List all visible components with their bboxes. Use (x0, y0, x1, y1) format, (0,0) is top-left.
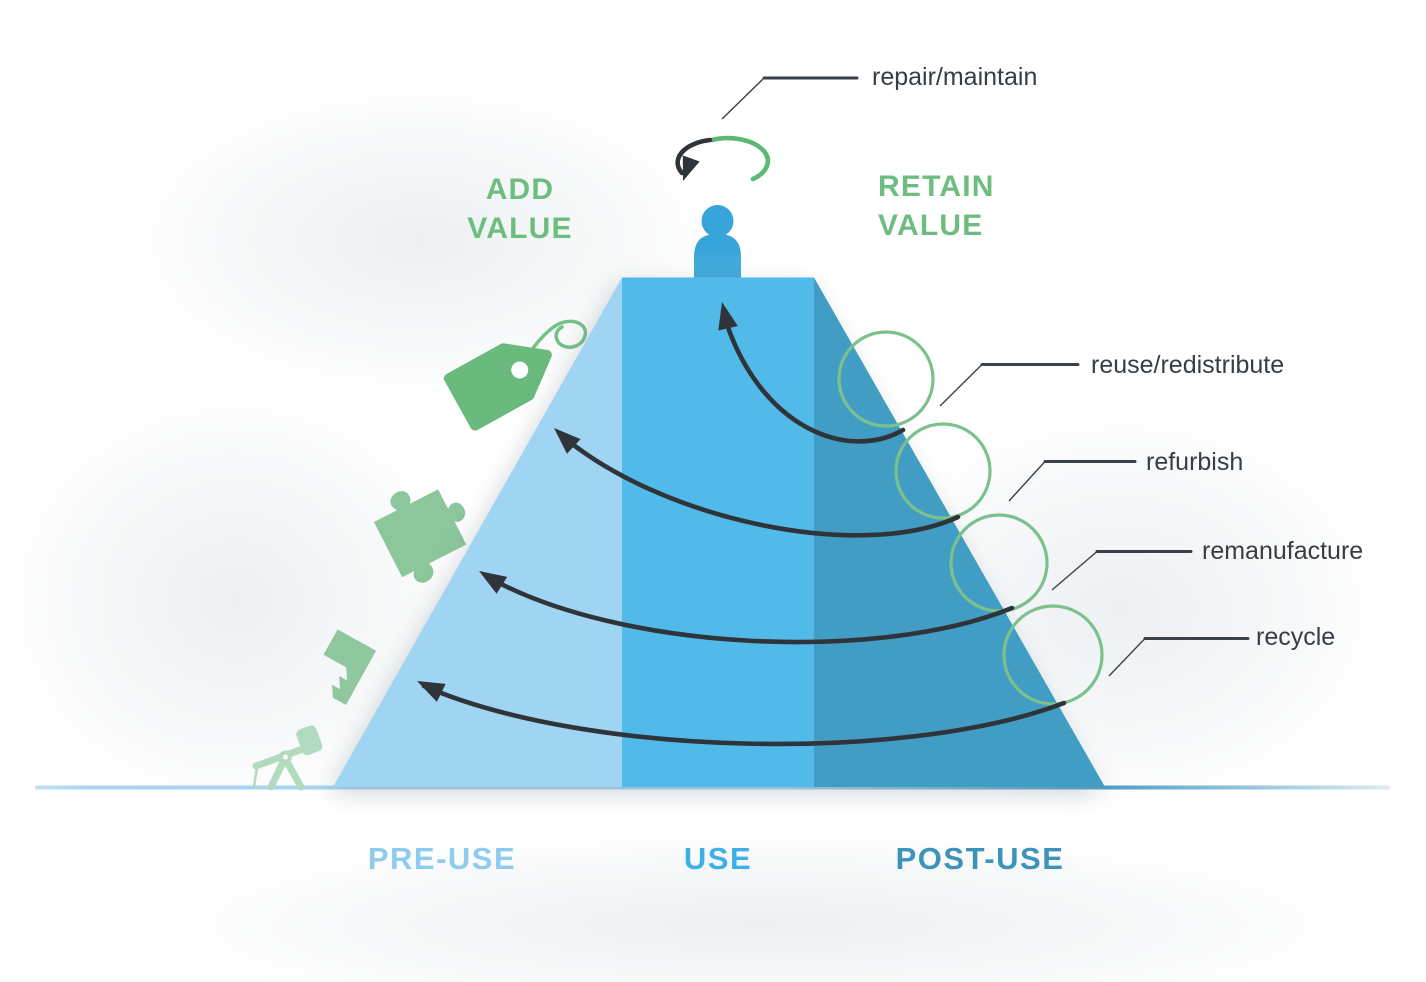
remanufacture-label: remanufacture (1202, 537, 1364, 565)
price-tag-icon (443, 319, 588, 431)
phase-label-pre-use: PRE-USE (367, 841, 517, 876)
repair-leader-diagonal (721, 77, 765, 120)
recycle-label: recycle (1256, 623, 1336, 651)
return-arrows (421, 309, 1067, 747)
puzzle-piece-icon (374, 489, 467, 583)
recycle-return-arc (421, 683, 1067, 747)
remanufacture-return-arc (483, 573, 1015, 645)
reuse-loop-circle (837, 330, 935, 428)
add-value-line1: ADD (485, 173, 555, 206)
add-value-line2: VALUE (467, 212, 573, 245)
phase-label-use: USE (683, 841, 753, 876)
repair-loop-arrow-icon (675, 135, 771, 182)
arrowhead-icon (479, 571, 508, 594)
add-value-heading: ADD VALUE (467, 170, 572, 248)
recycle-leader-diagonal (1108, 638, 1146, 677)
refurbish-loop-circle (894, 422, 992, 520)
arrowhead-icon (417, 681, 446, 702)
recycle-loop-circle (1002, 604, 1104, 706)
refurbish-return-arc (557, 431, 961, 538)
pyramid-band-post-use (814, 277, 1105, 787)
factory-icon (323, 629, 377, 705)
refurbish-label: refurbish (1146, 448, 1244, 476)
reuse-redistribute-label: reuse/redistribute (1091, 351, 1285, 379)
oil-pump-icon (252, 725, 323, 791)
pyramid-band-use (622, 277, 814, 787)
retain-value-heading: RETAIN VALUE (878, 167, 995, 245)
refurbish-leader-diagonal (1008, 461, 1046, 502)
return-arrowheads (417, 302, 738, 702)
retain-value-line2: VALUE (878, 209, 984, 242)
repair-maintain-label: repair/maintain (872, 63, 1038, 91)
remanufacture-leader-diagonal (1051, 550, 1098, 591)
pyramid-band-pre-use (333, 277, 622, 787)
arrowhead-icon (718, 302, 738, 331)
arrowhead-icon (554, 428, 581, 454)
retain-value-line1: RETAIN (878, 170, 995, 203)
reuse-return-arc (720, 309, 906, 444)
leader-lines (721, 76, 1250, 677)
person-icon (694, 205, 741, 278)
pyramid (333, 277, 1105, 787)
phase-label-post-use: POST-USE (895, 841, 1065, 876)
left-slope-icons (252, 319, 588, 791)
reuse-leader-diagonal (939, 364, 983, 407)
